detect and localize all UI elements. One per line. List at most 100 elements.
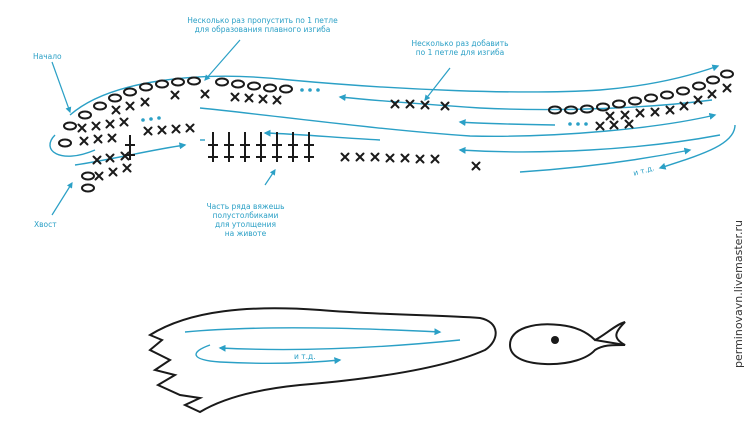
chain-stitch — [81, 183, 95, 193]
single-crochet-mark — [415, 154, 425, 164]
pointer-add — [424, 67, 451, 101]
chain-stitch — [580, 104, 594, 114]
single-crochet-mark — [355, 152, 365, 162]
single-crochet-mark — [635, 108, 645, 118]
chain-stitch — [247, 81, 261, 91]
single-crochet-mark — [107, 133, 117, 143]
single-crochet-mark — [420, 100, 430, 110]
chain-stitch — [263, 83, 277, 93]
chain-stitch — [93, 101, 107, 111]
row-arrow-etc — [658, 124, 736, 170]
single-crochet-mark — [143, 126, 153, 136]
label-etc-bottom: и т.д. — [294, 352, 316, 361]
chain-stitch — [63, 121, 77, 131]
row-arrow-left — [49, 134, 96, 157]
chain-stitch — [628, 96, 642, 106]
single-crochet-mark — [471, 161, 481, 171]
row-arrow-lower — [458, 134, 721, 154]
single-crochet-stitches — [77, 83, 732, 181]
label-tail: Хвост — [34, 220, 57, 229]
chain-stitch — [596, 102, 610, 112]
single-crochet-mark — [92, 155, 102, 165]
chain-stitch — [139, 82, 153, 92]
label-add: Несколько раз добавить по 1 петле для из… — [411, 39, 509, 57]
row-arrow-lower-2 — [263, 129, 381, 141]
single-crochet-mark — [440, 101, 450, 111]
chain-stitch — [660, 90, 674, 100]
chain-stitch — [564, 105, 578, 115]
pointer-start — [51, 61, 72, 114]
single-crochet-mark — [93, 134, 103, 144]
single-crochet-mark — [272, 95, 282, 105]
single-crochet-mark — [258, 94, 268, 104]
half-double-crochet-stitches — [125, 132, 314, 162]
single-crochet-mark — [430, 154, 440, 164]
chain-stitch — [108, 93, 122, 103]
single-crochet-mark — [405, 99, 415, 109]
single-crochet-mark — [620, 110, 630, 120]
single-crochet-mark — [370, 152, 380, 162]
single-crochet-mark — [693, 95, 703, 105]
single-crochet-mark — [105, 153, 115, 163]
label-half-dc: Часть ряда вяжешь полустолбиками для уто… — [206, 202, 285, 238]
single-crochet-mark — [91, 121, 101, 131]
body-outline — [147, 307, 497, 414]
single-crochet-mark — [665, 105, 675, 115]
single-crochet-mark — [722, 83, 732, 93]
chain-stitch — [279, 84, 293, 94]
chain-stitch — [187, 76, 201, 86]
chain-stitches — [58, 69, 734, 193]
single-crochet-mark — [650, 107, 660, 117]
single-crochet-mark — [79, 136, 89, 146]
body-arrows — [184, 327, 461, 365]
row-arrow-return-mid — [458, 119, 556, 127]
pointer-lines — [51, 39, 451, 216]
label-skip: Несколько раз пропустить по 1 петле для … — [187, 16, 338, 34]
skip-dots — [141, 88, 588, 126]
single-crochet-mark — [400, 153, 410, 163]
chain-stitch — [644, 93, 658, 103]
single-crochet-mark — [171, 124, 181, 134]
single-crochet-mark — [200, 89, 210, 99]
single-crochet-mark — [185, 123, 195, 133]
pointer-skip — [204, 39, 241, 81]
chain-stitch — [155, 79, 169, 89]
label-start: Начало — [33, 52, 62, 61]
chain-stitch — [676, 86, 690, 96]
single-crochet-mark — [119, 117, 129, 127]
row-arrow-bottom — [519, 147, 692, 173]
chain-stitch — [720, 69, 734, 79]
single-crochet-mark — [609, 120, 619, 130]
row-arrow-return-top — [338, 94, 713, 111]
single-crochet-mark — [140, 97, 150, 107]
chain-stitch — [78, 110, 92, 120]
single-crochet-mark — [340, 152, 350, 162]
pointer-tail — [51, 181, 73, 216]
single-crochet-mark — [679, 101, 689, 111]
single-crochet-mark — [707, 89, 717, 99]
chain-stitch — [58, 138, 72, 148]
single-crochet-mark — [111, 105, 121, 115]
single-crochet-mark — [244, 93, 254, 103]
chain-stitch — [171, 77, 185, 87]
single-crochet-mark — [122, 163, 132, 173]
single-crochet-mark — [77, 123, 87, 133]
single-crochet-mark — [230, 92, 240, 102]
chain-stitch — [548, 105, 562, 115]
head-outline — [508, 321, 626, 366]
single-crochet-mark — [125, 101, 135, 111]
single-crochet-mark — [390, 99, 400, 109]
single-crochet-mark — [624, 119, 634, 129]
chain-stitch — [692, 81, 706, 91]
eye — [551, 336, 559, 344]
single-crochet-mark — [157, 125, 167, 135]
chain-stitch — [612, 99, 626, 109]
single-crochet-mark — [105, 119, 115, 129]
pointer-half-dc — [264, 169, 276, 186]
watermark: perminovavn.livemaster.ru — [732, 220, 745, 368]
chain-stitch — [81, 171, 95, 181]
single-crochet-mark — [108, 167, 118, 177]
chain-stitch — [231, 79, 245, 89]
single-crochet-mark — [385, 153, 395, 163]
